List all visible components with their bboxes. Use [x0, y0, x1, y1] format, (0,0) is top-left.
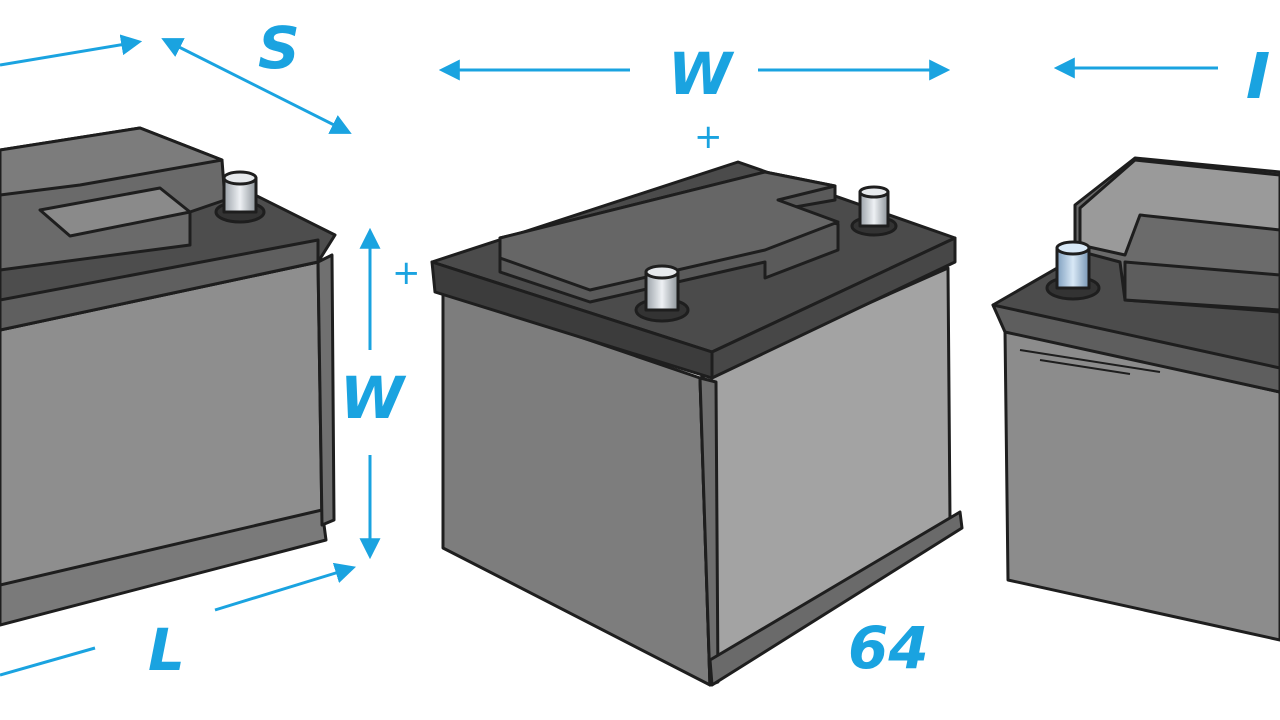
- left-battery: [0, 126, 337, 627]
- center-battery: [430, 160, 964, 687]
- dimension-arrows: [0, 34, 1218, 677]
- width-label-top: W: [668, 40, 735, 108]
- center-battery-base-trim: [708, 510, 964, 687]
- right-battery-terminal: [1045, 240, 1101, 301]
- partial-label-glyph: [1247, 52, 1269, 98]
- left-battery-lid-front: [0, 238, 320, 332]
- arrow-icon: [0, 646, 96, 677]
- arrow-icon: [0, 34, 143, 67]
- center-battery-lid-edge-right: [710, 236, 957, 380]
- right-battery-raised-step: [1123, 260, 1280, 312]
- right-battery-lid-front: [991, 303, 1280, 394]
- left-battery-side-face: [316, 253, 336, 527]
- left-battery-base-lip: [0, 508, 328, 627]
- width-label-side: W: [340, 364, 407, 432]
- left-battery-vent-top: [0, 126, 224, 197]
- center-battery-terminal-front: [634, 264, 690, 323]
- left-battery-terminal: [214, 170, 266, 224]
- right-battery: [991, 156, 1280, 642]
- center-battery-terminal-back: [850, 185, 898, 237]
- depth-label: S: [258, 14, 300, 82]
- group-size-label: 64: [848, 614, 929, 682]
- arrow-icon: [161, 38, 352, 134]
- center-plus-label: +: [694, 117, 723, 157]
- length-label: L: [148, 616, 185, 684]
- left-battery-vent-step: [38, 186, 192, 238]
- left-plus-label: +: [392, 253, 421, 293]
- center-battery-raised-block-top: [498, 170, 840, 292]
- arrow-icon: [214, 562, 357, 612]
